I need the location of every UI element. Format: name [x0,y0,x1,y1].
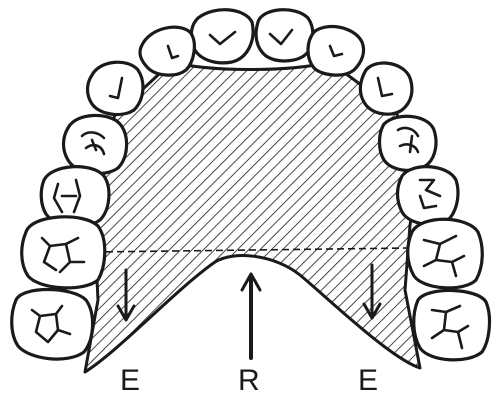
tooth-upper-left-central-incisor [191,10,253,63]
tooth-upper-right-canine [360,63,412,114]
tooth-upper-right-first-molar [408,219,483,288]
tooth-upper-left-canine [88,62,143,114]
label-left-e: E [120,364,140,393]
tooth-upper-left-second-molar [12,290,93,360]
tooth-upper-left-lateral-incisor [140,27,194,75]
label-center-r: R [238,364,260,393]
tooth-upper-right-central-incisor [256,10,313,61]
center-retraction-arrow [242,274,260,358]
label-right-e: E [358,364,378,393]
tooth-upper-right-second-premolar [398,167,459,225]
tooth-upper-right-second-molar [414,290,490,359]
tooth-upper-right-first-premolar [380,116,437,170]
tooth-upper-right-lateral-incisor [308,27,364,76]
tooth-upper-left-first-premolar [64,115,127,173]
tooth-upper-left-first-molar [22,217,105,288]
